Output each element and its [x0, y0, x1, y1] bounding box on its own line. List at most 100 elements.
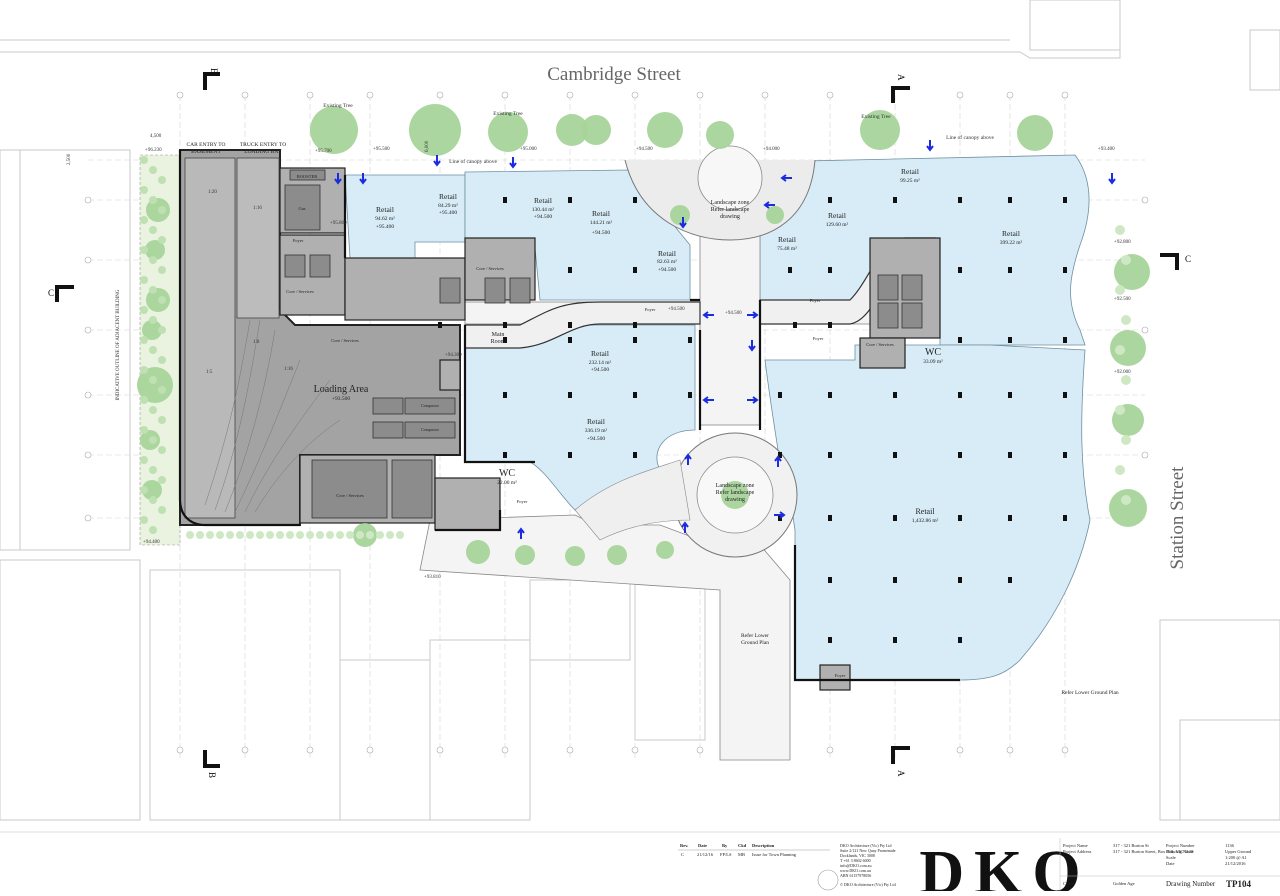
column-32: [828, 637, 832, 643]
tree-29: [766, 206, 784, 224]
tree-3: [488, 112, 528, 152]
column-31: [1008, 577, 1012, 583]
existing-tree-label-2: Existing Tree: [493, 111, 523, 117]
hedge-south-15: [326, 531, 334, 539]
entry-arrow-17: [774, 511, 786, 519]
entry-arrow-1: [334, 173, 342, 185]
column-11: [633, 452, 637, 458]
tree-13: [1109, 489, 1147, 527]
tree-24: [565, 546, 585, 566]
hedge-south-3: [206, 531, 214, 539]
column-20: [958, 452, 962, 458]
refer-lower-line2: Ground Plan: [741, 640, 769, 646]
hedge-east-8: [1121, 435, 1131, 445]
tree-15: [145, 240, 165, 260]
landscape-south-line3: drawing: [725, 497, 745, 503]
retail-1-level: +95.400: [376, 224, 394, 230]
column-52: [633, 267, 637, 273]
column-24: [893, 515, 897, 521]
retail-9-area: 399.22 m²: [1000, 240, 1023, 246]
hedge-west-3: [158, 176, 166, 184]
retail-4-name: Retail: [592, 209, 610, 218]
entry-arrow-15: [684, 453, 692, 465]
column-39: [828, 267, 832, 273]
tree-18: [137, 367, 173, 403]
column-26: [1008, 515, 1012, 521]
firm-line-4: T +61 3 8602 6000: [840, 858, 871, 863]
hedge-south-1: [186, 531, 194, 539]
retail-3-level: +94.500: [534, 214, 552, 220]
retail-11-area: 336.19 m²: [585, 428, 608, 434]
hedge-west-7: [140, 216, 148, 224]
firm-line-2: Suite 2/121 New Quay Promenade: [840, 848, 896, 853]
hedge-west-20: [149, 346, 157, 354]
column-44: [893, 197, 897, 203]
column-4: [688, 337, 692, 343]
hedge-south-17: [346, 531, 354, 539]
core-label-3: Core / Services: [331, 338, 359, 343]
column-2: [568, 337, 572, 343]
section-label-b-bottom: B: [207, 772, 217, 778]
dim-4: 1:20: [208, 190, 217, 195]
landscape-south-line1: Landscape zone: [716, 483, 755, 489]
landscape-zone-north: [697, 145, 763, 211]
rev-cell-date: 21/12/16: [697, 852, 714, 857]
hedge-east-3: [1115, 285, 1125, 295]
tree-5: [581, 115, 611, 145]
retail-3-name: Retail: [534, 196, 552, 205]
north-point: [817, 869, 839, 891]
level-tag-12: +94.400: [143, 540, 160, 545]
firm-line-7: ABN 61157978056: [840, 873, 871, 878]
hedge-west-26: [149, 406, 157, 414]
rev-cell-by: FP/LS: [720, 852, 732, 857]
column-18: [828, 452, 832, 458]
rev-header-by: By: [722, 843, 728, 848]
level-tags: +96.230 +95.700 +95.500 +95.000 +94.500 …: [143, 147, 1131, 580]
column-58: [828, 322, 832, 328]
wc-1-area: 22.00 m²: [497, 480, 517, 486]
column-25: [958, 515, 962, 521]
hedge-west-22: [140, 366, 148, 374]
retail-5-name: Retail: [658, 249, 676, 258]
rev-header-rev: Rev.: [680, 843, 688, 848]
tree-6: [647, 112, 683, 148]
rev-header-ckd: Ckd: [738, 843, 747, 848]
tree-21: [353, 523, 377, 547]
entry-arrow-11: [747, 311, 759, 319]
dim-8: 1:16: [284, 367, 293, 372]
street-label-station: Station Street: [1167, 466, 1188, 570]
column-35: [1008, 337, 1012, 343]
tree-20: [142, 480, 162, 500]
rev-header-desc: Description: [752, 843, 775, 848]
column-36: [1063, 337, 1067, 343]
dim-2: 2,500: [67, 153, 72, 165]
car-entry-line1: CAR ENTRY TO: [186, 142, 225, 148]
column-55: [633, 322, 637, 328]
firm-copyright: © DKO Architecture (Vic) Pty Ltd: [840, 882, 896, 887]
hedge-west-5: [149, 196, 157, 204]
column-34: [958, 637, 962, 643]
retail-12-name: Retail: [915, 507, 935, 516]
firm-line-1: DKO Architecture (Vic) Pty Ltd: [840, 843, 892, 848]
column-45: [958, 197, 962, 203]
entry-arrow-10: [702, 311, 714, 319]
level-tag-9: +92.500: [1114, 297, 1131, 302]
dko-logo: DKO: [919, 839, 1090, 891]
main-room-line1: Main: [492, 332, 505, 338]
retail-2-level: +95.400: [439, 210, 457, 216]
project-name-label: Project Name: [1063, 843, 1088, 848]
column-43: [828, 197, 832, 203]
rev-header-date: Date: [698, 843, 707, 848]
retail-10-name: Retail: [591, 349, 609, 358]
section-label-a-bottom: A: [896, 770, 906, 777]
hedge-west-34: [140, 486, 148, 494]
tree-9: [1017, 115, 1053, 151]
hedge-west-16: [140, 306, 148, 314]
entry-arrow-8: [763, 201, 775, 209]
level-tag-6: +94.000: [763, 147, 780, 152]
retail-4-level: +94.500: [592, 230, 610, 236]
car-entry-line2: BASEMENT: [191, 149, 221, 155]
column-19: [893, 452, 897, 458]
hedge-west-2: [149, 166, 157, 174]
core-label-1: Core / Services: [476, 266, 504, 271]
